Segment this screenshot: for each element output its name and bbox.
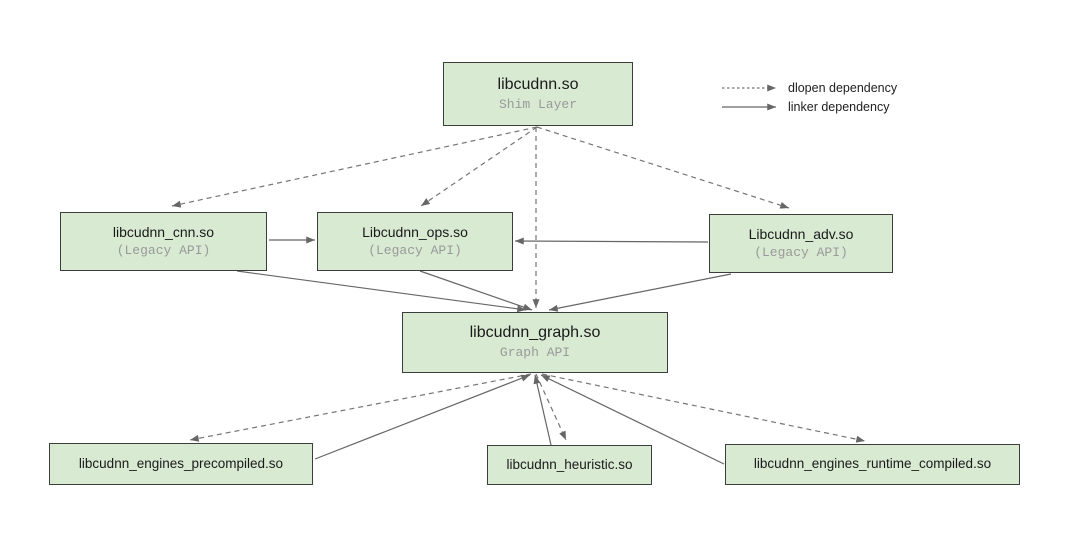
node-libcudnn-ops: Libcudnn_ops.so (Legacy API) xyxy=(317,212,513,271)
node-title: Libcudnn_ops.so xyxy=(362,223,468,240)
edge-graph-to-heuristic-dlopen xyxy=(535,373,567,441)
edge-adv-to-graph-linker xyxy=(548,273,732,312)
edge-heuristic-to-graph-linker xyxy=(533,374,552,446)
edge-graph-to-precompiled-dlopen xyxy=(189,373,532,442)
node-libcudnn-cnn: libcudnn_cnn.so (Legacy API) xyxy=(60,212,267,271)
node-title: libcudnn.so xyxy=(497,75,579,93)
node-subtitle: (Legacy API) xyxy=(116,243,211,259)
node-title: libcudnn_graph.so xyxy=(469,324,601,342)
node-title: libcudnn_engines_runtime_compiled.so xyxy=(753,456,992,472)
legend-linker-label: linker dependency xyxy=(788,100,890,114)
edge-shim-to-cnn-dlopen xyxy=(171,126,538,208)
node-libcudnn-engines-runtime-compiled: libcudnn_engines_runtime_compiled.so xyxy=(725,444,1020,485)
edge-ops-to-graph-linker xyxy=(419,270,533,311)
node-title: libcudnn_heuristic.so xyxy=(506,456,633,472)
edge-shim-to-adv-dlopen xyxy=(536,126,790,209)
node-title: libcudnn_engines_precompiled.so xyxy=(78,455,284,471)
edge-runtime-to-graph-linker xyxy=(540,374,725,465)
edge-cnn-to-graph-linker xyxy=(236,270,527,313)
node-subtitle: Shim Layer xyxy=(498,96,577,112)
edge-adv-to-ops-linker xyxy=(514,237,709,245)
node-title: Libcudnn_adv.so xyxy=(748,225,854,242)
node-libcudnn-adv: Libcudnn_adv.so (Legacy API) xyxy=(709,214,893,273)
node-libcudnn-shim: libcudnn.so Shim Layer xyxy=(443,62,633,126)
edge-shim-to-ops-dlopen xyxy=(420,126,538,207)
node-libcudnn-graph: libcudnn_graph.so Graph API xyxy=(402,312,668,373)
node-title: libcudnn_cnn.so xyxy=(112,223,215,240)
legend-dlopen-label: dlopen dependency xyxy=(788,81,898,95)
node-subtitle: (Legacy API) xyxy=(754,245,848,261)
node-subtitle: Graph API xyxy=(499,345,571,361)
node-subtitle: (Legacy API) xyxy=(368,243,462,259)
node-libcudnn-heuristic: libcudnn_heuristic.so xyxy=(487,445,652,485)
edge-precompiled-to-graph-linker xyxy=(314,374,531,460)
node-libcudnn-engines-precompiled: libcudnn_engines_precompiled.so xyxy=(49,443,313,485)
edge-graph-to-runtime-dlopen xyxy=(541,373,866,443)
